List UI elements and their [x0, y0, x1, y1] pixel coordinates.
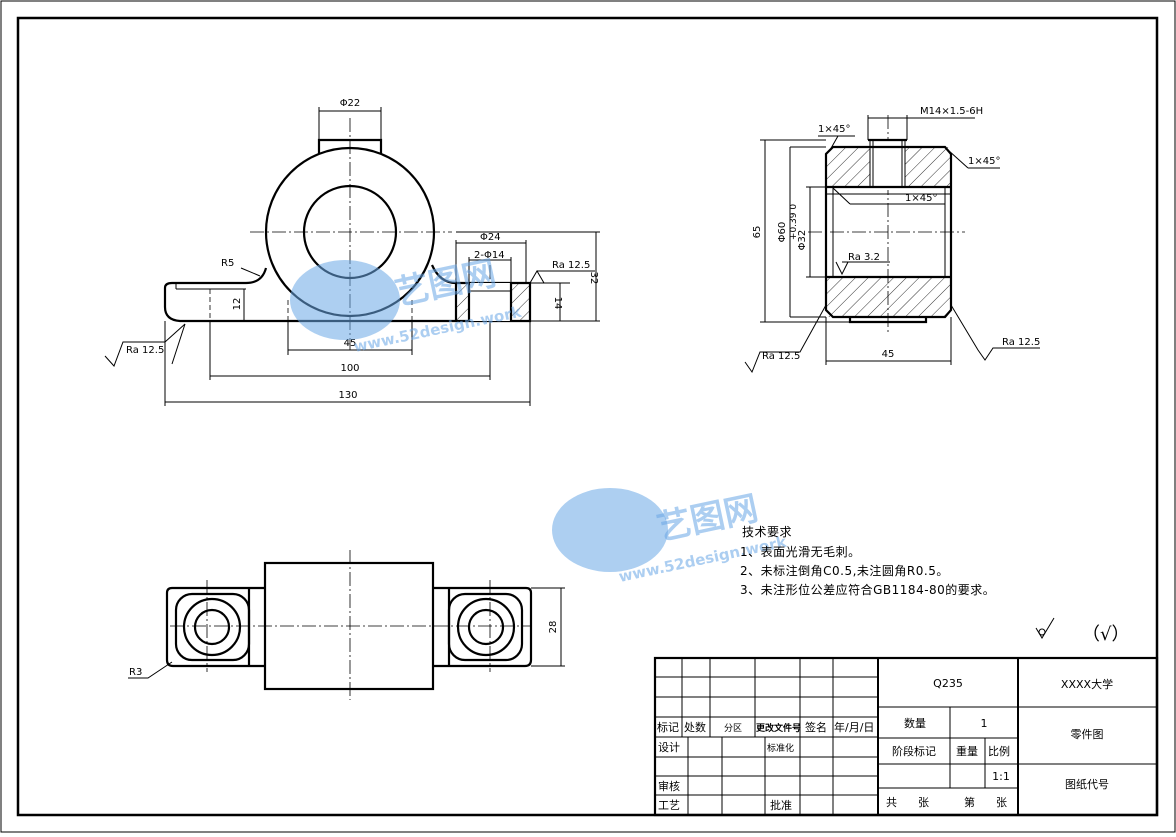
- tb-drawing-code: 图纸代号: [1065, 778, 1109, 791]
- tb-scale-value: 1:1: [992, 770, 1010, 783]
- thread-hole: [869, 140, 906, 187]
- thread-hole-cut: [870, 140, 905, 190]
- dim-w45b: 45: [882, 349, 895, 360]
- notes-title: 技术要求: [742, 525, 792, 539]
- ra-left-arrow: [171, 323, 186, 365]
- dim-h28: 28: [548, 621, 559, 634]
- inner-border: [16, 16, 1159, 817]
- top-view: 28 R3: [128, 550, 565, 700]
- tb-stage-mark: 阶段标记: [892, 744, 936, 758]
- side-section-view: M14×1.5-6H 1×45° 1×45° 1×45° 65 Φ60 Φ32 …: [744, 106, 1040, 374]
- tb-school: XXXX大学: [1061, 677, 1113, 691]
- hole-cut: [469, 283, 511, 321]
- bottom-boss: [848, 317, 928, 324]
- dim-chamfer-left: 1×45°: [818, 124, 850, 135]
- watermark-brand-2: 艺图网: [654, 488, 762, 548]
- base-left-top: [163, 267, 268, 289]
- ra-left-text: Ra 12.5: [126, 345, 164, 356]
- watermark-globe-icon: [290, 260, 400, 340]
- right-boss-outline: [447, 592, 524, 662]
- tb-drawing-name: 零件图: [1071, 728, 1104, 741]
- roughness-other: （√）: [1082, 624, 1129, 645]
- dim-h65: 65: [752, 226, 763, 239]
- sleeve-outline: [824, 145, 953, 319]
- cylinder-body: [263, 561, 435, 691]
- ra-side-left-text: Ra 12.5: [762, 351, 800, 362]
- dim-w130: 130: [338, 390, 357, 401]
- tb-standardize: 标准化: [767, 742, 794, 754]
- tb-material: Q235: [933, 677, 963, 690]
- tb-total: 共: [886, 796, 897, 809]
- dim-chamfer-inner: 1×45°: [905, 193, 937, 204]
- dim-d32: Φ32: [797, 230, 808, 251]
- dim-r5: R5: [221, 258, 234, 269]
- ch-right-leader: [947, 149, 969, 169]
- tb-signature: 签名: [805, 720, 827, 734]
- r3-leader: [128, 661, 173, 679]
- tb-scale-label: 比例: [988, 744, 1010, 758]
- dim-h32: 32: [588, 272, 599, 285]
- right-hole: [467, 608, 505, 646]
- left-boss-outline: [174, 592, 251, 662]
- technical-requirements: 技术要求 1、表面光滑无毛刺。 2、未标注倒角C0.5,未注圆角R0.5。 3、…: [740, 525, 995, 597]
- dim-phi22: Φ22: [340, 98, 361, 109]
- watermark-globe-icon-2: [552, 488, 668, 572]
- right-counterbore: [456, 597, 516, 657]
- ra-side-right-leader: [950, 304, 1040, 361]
- tb-quantity-value: 1: [981, 717, 988, 730]
- dim-h14: 14: [552, 297, 563, 310]
- dim-2-phi14: 2-Φ14: [474, 250, 505, 261]
- ra-side-right-text: Ra 12.5: [1002, 337, 1040, 348]
- ra-left-leader: [104, 323, 186, 367]
- ra-top-text: Ra 12.5: [552, 260, 590, 271]
- tb-zone: 分区: [724, 723, 742, 734]
- ra-inner-text: Ra 3.2: [848, 252, 880, 263]
- ra-side-left-leader: [744, 304, 827, 374]
- notes-line-1: 1、表面光滑无毛刺。: [740, 545, 861, 559]
- notes-line-3: 3、未注形位公差应符合GB1184-80的要求。: [740, 582, 995, 597]
- dim-thread: M14×1.5-6H: [920, 106, 983, 117]
- dim-chamfer-right: 1×45°: [968, 156, 1000, 167]
- dim-w45: 45: [344, 338, 357, 349]
- lower-wall-hatch: [826, 277, 951, 317]
- tb-count: 处数: [684, 721, 706, 734]
- ra-inner-symbol: [835, 261, 849, 276]
- general-roughness: （√）: [1035, 617, 1129, 645]
- tb-mark: 标记: [657, 720, 679, 734]
- dim-d32-tolerance: +0.39 0: [789, 204, 799, 240]
- dim-w100: 100: [340, 363, 359, 374]
- tb-approve: 批准: [770, 798, 792, 812]
- tb-sheets-2: 张: [996, 796, 1007, 809]
- dim-h12: 12: [232, 298, 243, 311]
- tb-sheets: 张: [918, 796, 929, 809]
- notes-line-2: 2、未标注倒角C0.5,未注圆角R0.5。: [740, 563, 949, 578]
- dim-r3: R3: [129, 667, 142, 678]
- tb-quantity-label: 数量: [904, 717, 926, 730]
- roughness-check-icon: [1035, 617, 1055, 639]
- dim-phi24: Φ24: [480, 232, 501, 243]
- tb-design: 设计: [658, 741, 680, 754]
- tb-review: 审核: [658, 779, 680, 793]
- right-flange: [433, 586, 533, 668]
- ch-inner-leader: [832, 187, 851, 205]
- left-counterbore: [182, 597, 242, 657]
- left-flange: [165, 586, 265, 668]
- tb-date: 年/月/日: [834, 720, 874, 734]
- tb-weight: 重量: [956, 744, 978, 758]
- title-block: 标记 处数 分区 更改文件号 签名 年/月/日 设计 标准化 审核 工艺 批准 …: [653, 656, 1159, 817]
- ra-top-symbol: [529, 270, 545, 284]
- front-view: Φ22 R5 12 Φ24 2-Φ14 14 32 Ra 12.5 45 100: [104, 98, 600, 406]
- tb-sheet-no: 第: [964, 795, 975, 809]
- ch-left-leader: [829, 135, 839, 151]
- dim-d60: Φ60: [777, 222, 788, 243]
- r5-leader: [240, 267, 261, 277]
- left-hole: [193, 608, 231, 646]
- roughness-circle-icon: [1038, 628, 1046, 636]
- tb-process: 工艺: [658, 799, 680, 812]
- top-boss: [317, 138, 383, 154]
- tb-change-doc: 更改文件号: [756, 722, 801, 734]
